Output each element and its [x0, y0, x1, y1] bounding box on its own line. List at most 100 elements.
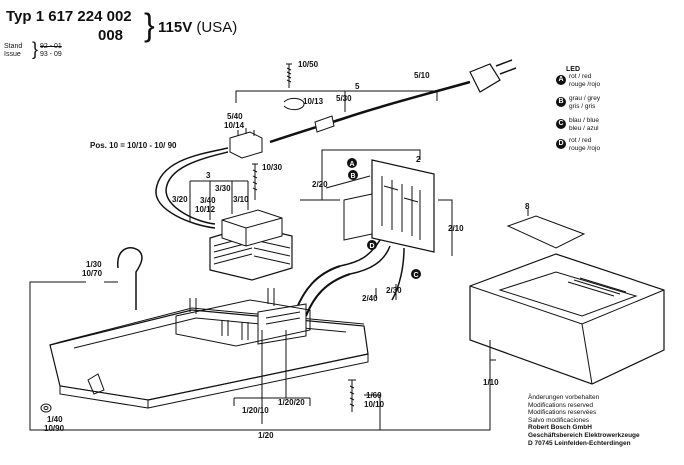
callout-a-marker: [347, 158, 357, 168]
label-5-30: 5/30: [336, 94, 352, 103]
stand-issue-labels: Stand Issue: [4, 43, 22, 59]
bracket-5: [235, 90, 438, 112]
footer-line-7: D 70745 Leinfelden-Echterdingen: [528, 439, 631, 447]
label-10-30: 10/30: [262, 163, 283, 172]
type-number-variant: 008: [98, 27, 124, 44]
legend-title: LED: [566, 66, 580, 73]
pos-note: Pos. 10 = 10/10 - 10/ 90: [90, 141, 177, 150]
terminal-block: [229, 131, 263, 159]
screw-1-60: [348, 379, 356, 412]
label-plate-8: [506, 215, 586, 249]
footer-line-6: Geschäftsbereich Elektrowerkzeuge: [528, 431, 640, 439]
title-brace: }: [144, 7, 155, 43]
legend-a-line2: rouge /rojo: [569, 80, 601, 88]
label-1-20-10: 1/20/10: [242, 406, 269, 415]
legend-c-badge: C: [556, 119, 566, 129]
base-side: [147, 353, 369, 409]
region-value: (USA): [196, 19, 238, 36]
legend-a-badge: A: [556, 75, 566, 85]
label-1-20-20: 1/20/20: [278, 398, 305, 407]
footer-line-2: Modifications reserved: [528, 401, 594, 409]
label-10-70: 10/70: [82, 269, 103, 278]
plug: [469, 63, 501, 93]
label-2: 2: [416, 155, 421, 164]
label-10-90: 10/90: [44, 424, 65, 433]
legend-b-line1: grau / grey: [569, 95, 601, 102]
legend-c-line2: bleu / azul: [569, 124, 599, 132]
legend-b-badge: B: [556, 97, 566, 107]
base-posts: [189, 288, 275, 340]
label-2-30: 2/30: [386, 286, 402, 295]
footer-note: Änderungen vorbehalten Modifications res…: [528, 394, 640, 447]
cover-display-leds: [567, 277, 627, 297]
voltage-label: 115V (USA): [158, 19, 237, 36]
base-slot: [87, 373, 105, 395]
label-10-12: 10/12: [195, 205, 216, 214]
drawing-callouts: [347, 158, 421, 279]
callout-d-marker: [367, 240, 377, 250]
label-5-40: 5/40: [227, 112, 243, 121]
cover-display-window: [498, 271, 638, 317]
label-3-40: 3/40: [200, 196, 216, 205]
wire-bundle-left: [155, 147, 229, 229]
leader-2-40: [375, 284, 397, 300]
bracket-1-20: [233, 330, 311, 424]
stand-dates: 92 - 01 93 - 09: [40, 43, 62, 59]
label-1-60: 1/60: [366, 391, 382, 400]
callout-a: A: [349, 161, 354, 168]
label-1-40: 1/40: [47, 415, 63, 424]
pcb-wires: [339, 239, 405, 301]
callout-b: B: [350, 173, 355, 180]
screw-10-50: [286, 63, 292, 88]
wire-bundle-left-2: [165, 151, 229, 225]
power-cord: [269, 80, 471, 144]
footer-line-1: Änderungen vorbehalten: [528, 394, 600, 401]
callout-c-marker: [411, 269, 421, 279]
legend-b-line2: gris / gris: [569, 102, 596, 110]
leader-2-10: [438, 199, 453, 256]
label-1-20: 1/20: [258, 431, 274, 440]
voltage-value: 115V: [158, 19, 193, 36]
pcb-components: [381, 176, 421, 240]
footer-line-3: Modifications reservées: [528, 409, 597, 417]
label-3-10: 3/10: [233, 195, 249, 204]
label-10-14: 10/14: [224, 121, 245, 130]
footer-line-5: Robert Bosch GmbH: [528, 424, 592, 432]
base-housing: [49, 309, 369, 401]
bracket-1-60: [364, 394, 381, 430]
legend-a-line1: rot / red: [569, 73, 592, 80]
label-5-10: 5/10: [414, 71, 430, 80]
label-10-13: 10/13: [303, 97, 324, 106]
stand-date-old: 92 - 01: [40, 43, 62, 50]
screw-10-30: [252, 163, 258, 200]
label-1-10: 1/10: [483, 378, 499, 387]
label-3-20: 3/20: [172, 195, 188, 204]
label-2-40: 2/40: [362, 294, 378, 303]
callout-c: C: [413, 272, 418, 279]
label-8: 8: [525, 202, 530, 211]
bracket-1-30: [29, 281, 430, 431]
footer-line-4: Salvo modificaciones: [528, 416, 590, 424]
callout-d: D: [369, 243, 374, 250]
spring-clip: [117, 247, 143, 310]
type-number: Typ 1 617 224 002: [6, 8, 132, 25]
leader-2-20: [325, 175, 371, 189]
transformer-coil: [221, 209, 283, 247]
stand-date: 93 - 09: [40, 51, 62, 58]
legend-d-line1: rot / red: [569, 137, 592, 144]
washer-1-40: [40, 403, 52, 413]
label-5: 5: [355, 82, 360, 91]
label-10-50: 10/50: [298, 60, 319, 69]
pcb-board: [371, 159, 435, 253]
label-3: 3: [206, 171, 211, 180]
legend-d-line2: rouge /rojo: [569, 144, 601, 152]
cord-strain-relief: [314, 115, 335, 133]
cover-top: [469, 285, 665, 385]
pcb-heatsink: [343, 193, 373, 241]
legend-c-line1: blau / blue: [569, 117, 599, 124]
stand-brace: }: [32, 39, 39, 59]
